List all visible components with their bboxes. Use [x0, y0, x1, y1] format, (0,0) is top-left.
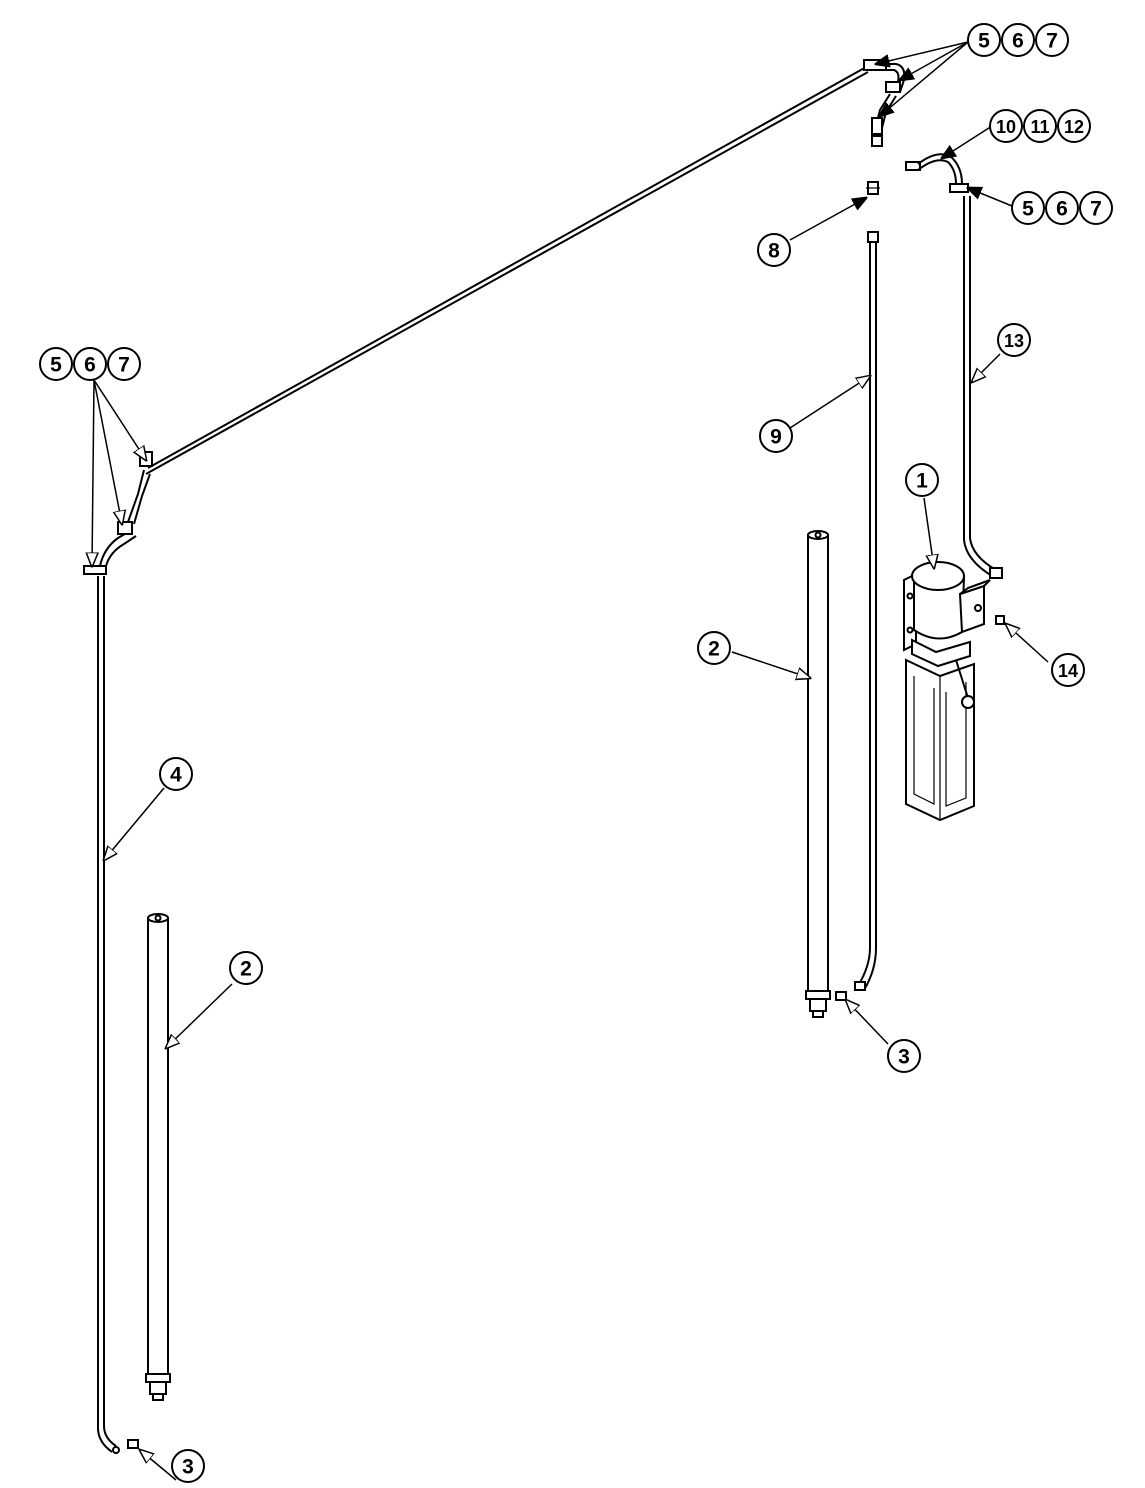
leader-lines [92, 41, 1049, 1481]
callout-2-left: 2 [229, 951, 263, 985]
callout-3-left-label: 3 [182, 1456, 194, 1479]
callout-11: 11 [1030, 117, 1049, 137]
callout-7: 7 [1090, 198, 1102, 221]
callout-group-top: 5 6 7 [967, 23, 1069, 57]
callout-1-label: 1 [916, 470, 928, 493]
callout-9: 9 [759, 419, 793, 453]
callout-7: 7 [1046, 30, 1058, 53]
cylinder-right [805, 530, 831, 1018]
callout-2-right: 2 [697, 631, 731, 665]
elbow-right-part [835, 991, 847, 1001]
callout-8: 8 [757, 233, 791, 267]
supply-hose [905, 153, 1003, 579]
top-fitting-stack [863, 59, 906, 195]
callout-group-mid-right: 5 6 7 [1011, 191, 1113, 225]
crossover-hose [145, 65, 869, 475]
callout-14-label: 14 [1058, 661, 1078, 681]
motor-pump-unit [903, 561, 1005, 822]
callout-4: 4 [159, 757, 193, 791]
elbow-left-part [127, 1439, 139, 1449]
callout-6: 6 [1056, 198, 1068, 221]
callout-3-right-label: 3 [898, 1046, 910, 1069]
callout-7: 7 [118, 354, 130, 377]
callout-10: 10 [996, 117, 1016, 137]
callout-14: 14 [1051, 653, 1085, 687]
callout-group-fittings: 10 11 12 [989, 109, 1091, 143]
callout-6: 6 [1012, 30, 1024, 53]
callout-3-left: 3 [171, 1449, 205, 1483]
callout-group-left: 5 6 7 [39, 347, 141, 381]
callout-5: 5 [50, 354, 62, 377]
callout-6: 6 [84, 354, 96, 377]
callout-13: 13 [997, 323, 1031, 357]
callout-2-left-label: 2 [240, 958, 252, 981]
callout-12: 12 [1064, 117, 1084, 137]
callout-2-right-label: 2 [708, 638, 720, 661]
callout-1: 1 [905, 463, 939, 497]
callout-8-label: 8 [768, 240, 780, 263]
cylinder-left [145, 913, 171, 1401]
callout-13-label: 13 [1004, 331, 1024, 351]
callout-4-label: 4 [170, 764, 182, 787]
hose-right [854, 231, 879, 991]
callout-5: 5 [978, 30, 990, 53]
callout-5: 5 [1022, 198, 1034, 221]
callout-3-right: 3 [887, 1039, 921, 1073]
callout-9-label: 9 [770, 426, 782, 449]
hose-left [83, 451, 153, 1454]
